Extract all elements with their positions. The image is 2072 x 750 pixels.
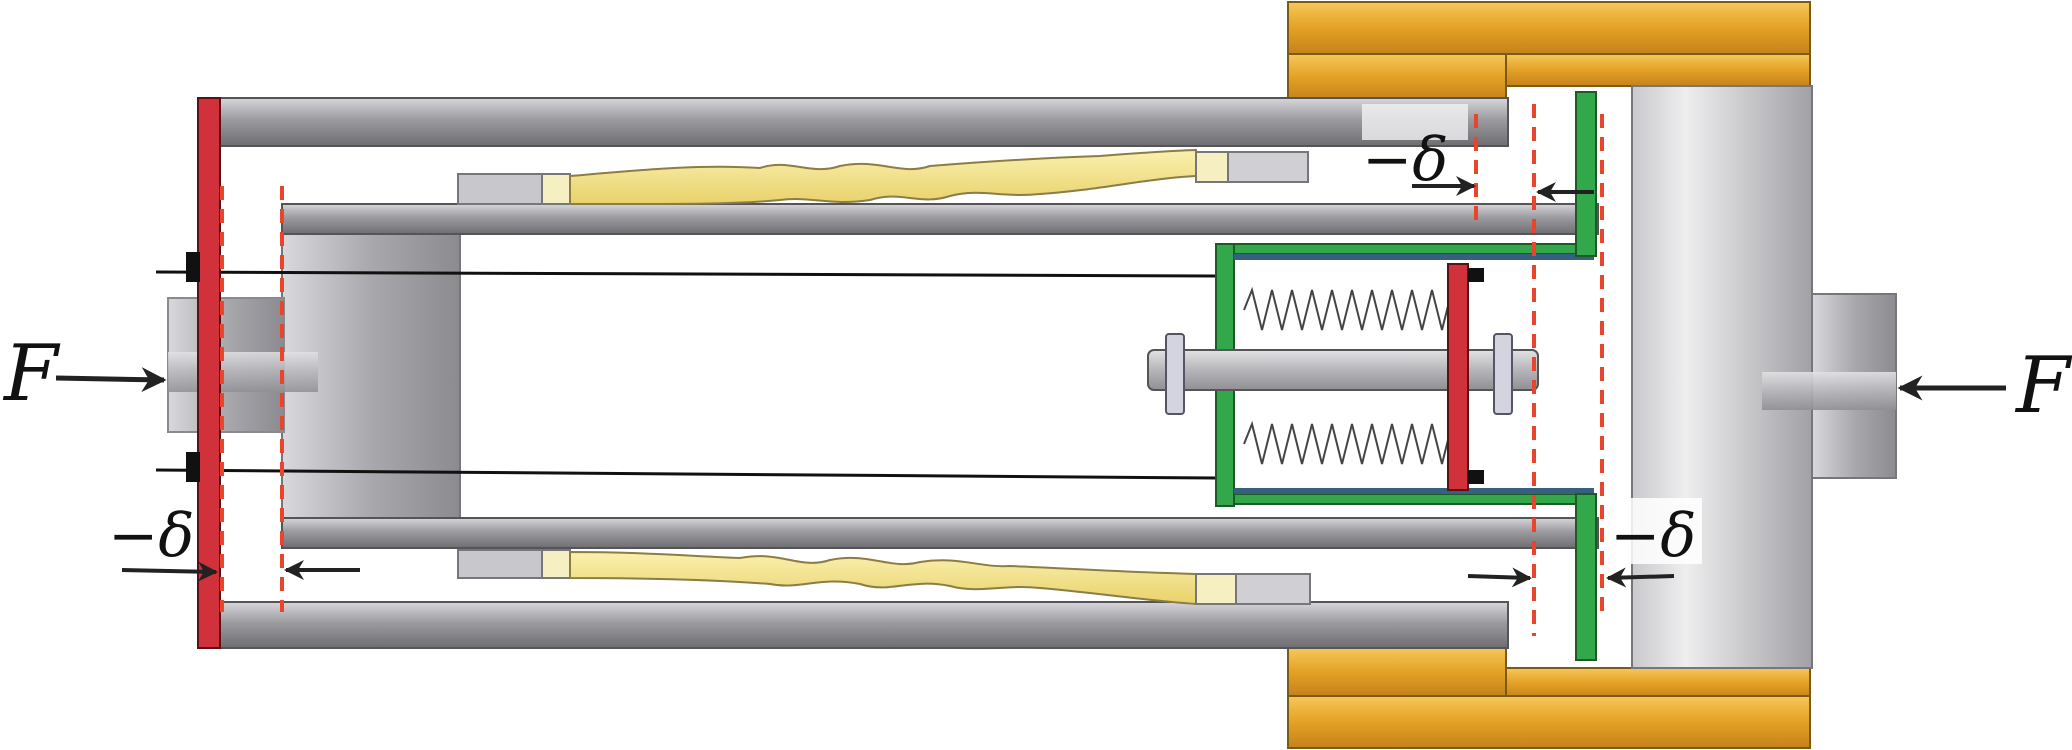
housing-top-inner xyxy=(1287,53,1507,101)
wire-top xyxy=(155,270,1217,278)
housing-top-outer xyxy=(1287,1,1811,55)
housing-bottom-outer xyxy=(1287,695,1811,749)
label-force-right: F xyxy=(2014,341,2072,431)
delta-arrow-bottom-right-b xyxy=(1606,567,1675,588)
shaft-nut-right xyxy=(1493,333,1513,415)
fiber-bundle-bottom xyxy=(457,549,1311,606)
spring-bottom xyxy=(1243,420,1461,465)
wire-clamp-left-top xyxy=(186,252,200,282)
wire-clamp-left-bottom xyxy=(186,452,200,482)
sensor-tag-top xyxy=(1362,104,1468,140)
inner-rod-bottom xyxy=(281,517,1599,549)
outer-rod-top xyxy=(217,97,1509,147)
housing xyxy=(1287,1,1811,749)
delta-arrow-bottom-right-a xyxy=(1467,567,1532,588)
wire-clamp-right-bottom xyxy=(1468,470,1484,484)
fiber-bundle-top xyxy=(457,148,1309,205)
delta-arrow-bottom-left-a xyxy=(121,561,218,582)
arrows xyxy=(55,176,2006,588)
label-delta-bottom-left: −δ xyxy=(108,501,194,571)
label-bg-delta-bottom-right xyxy=(1606,498,1702,564)
displacement-lines xyxy=(220,104,1604,636)
green-plate-top xyxy=(1575,91,1597,257)
center-shaft xyxy=(1147,349,1539,391)
right-piston-shaft xyxy=(1762,372,1896,410)
wire-bottom xyxy=(155,468,1217,480)
shaft-nut-left xyxy=(1165,333,1185,415)
label-force-left: F xyxy=(2,329,61,419)
spring-top xyxy=(1243,286,1461,331)
force-arrow-left xyxy=(55,367,167,393)
label-delta-bottom-right: −δ xyxy=(1610,501,1696,571)
inner-rod-top xyxy=(281,203,1599,235)
red-plate-inner xyxy=(1447,263,1469,491)
green-plate-bottom xyxy=(1575,493,1597,661)
housing-bottom-inner xyxy=(1287,647,1507,697)
housing-top-inner-right xyxy=(1505,53,1811,87)
outer-rod-bottom xyxy=(217,601,1509,649)
label-delta-top-right: −δ xyxy=(1362,125,1448,195)
red-plate-left xyxy=(197,97,221,649)
wire-clamp-right-top xyxy=(1468,268,1484,282)
left-piston-shaft xyxy=(168,352,318,392)
housing-bottom-inner-right xyxy=(1505,667,1811,699)
